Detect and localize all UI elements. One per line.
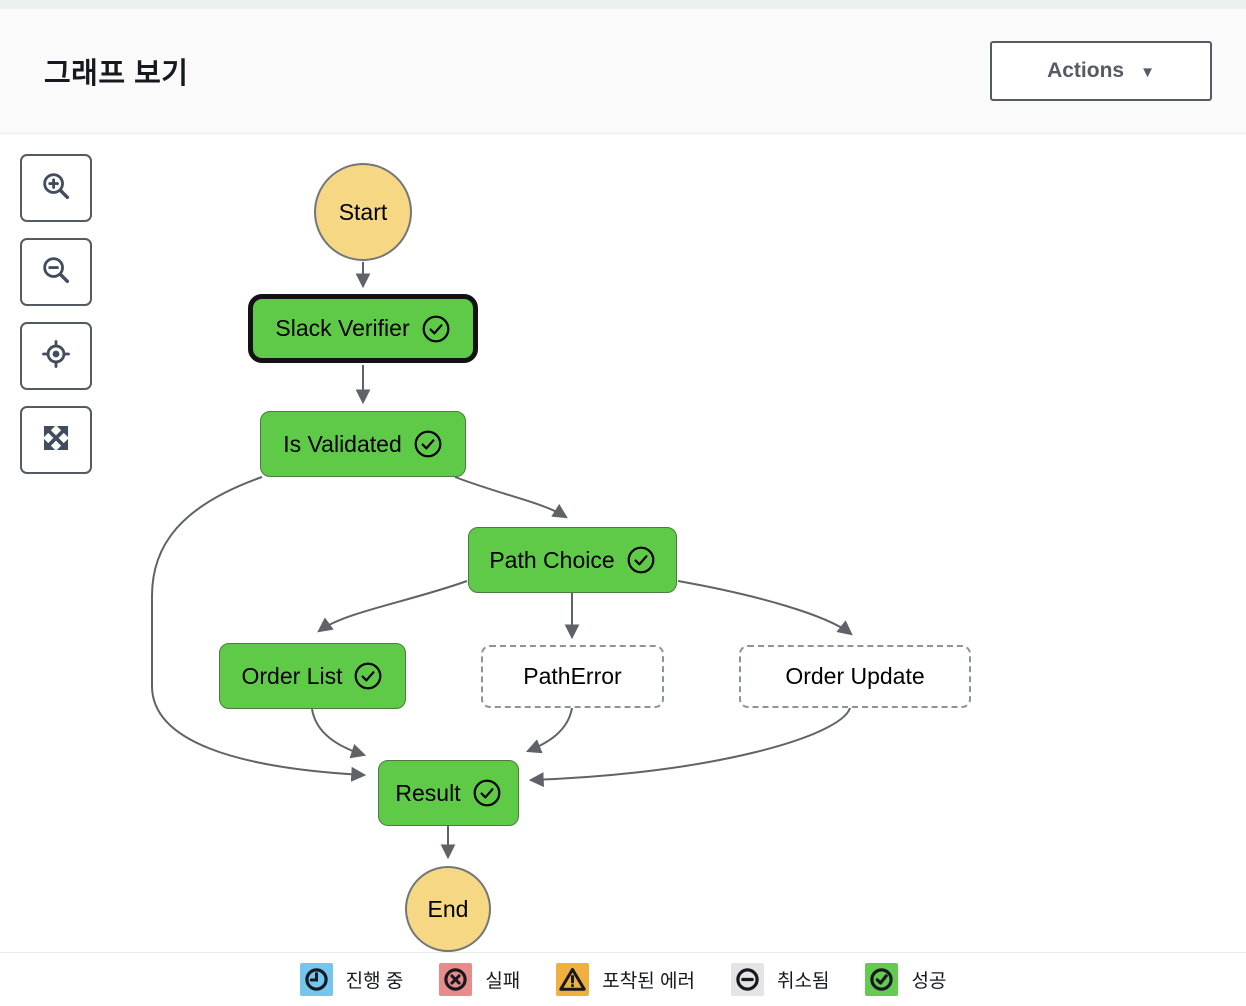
node-result[interactable]: Result (378, 760, 519, 826)
legend-item-failed: 실패 (439, 963, 520, 996)
success-check-icon (413, 429, 443, 459)
legend-label: 포착된 에러 (602, 971, 695, 992)
page-top-strip (0, 0, 1246, 9)
circle-minus-icon (730, 963, 764, 996)
caret-down-icon: ▼ (1140, 63, 1155, 81)
legend-item-caught-error: 포착된 에러 (556, 963, 695, 996)
zoom-in-button[interactable] (20, 154, 92, 222)
edge-isvalidated-result (151, 476, 367, 782)
node-is-validated[interactable]: Is Validated (260, 411, 466, 477)
clock-icon (299, 963, 333, 996)
graph-view-header: 그래프 보기 Actions ▼ (0, 9, 1246, 134)
node-label: Path Choice (489, 546, 615, 573)
zoom-in-icon (39, 169, 73, 208)
success-check-icon (353, 661, 383, 691)
edge-orderlist-result (311, 708, 367, 759)
circle-check-icon (865, 963, 899, 996)
node-end[interactable]: End (405, 866, 491, 952)
node-label: PathError (523, 663, 622, 689)
node-label: Order Update (785, 663, 925, 689)
edge-isvalidated-pathchoice (454, 476, 568, 519)
node-path-choice[interactable]: Path Choice (468, 527, 677, 593)
node-order-list[interactable]: Order List (219, 643, 406, 709)
fit-fullscreen-icon (39, 421, 73, 460)
actions-button-label: Actions (1047, 59, 1125, 82)
legend-label: 진행 중 (345, 971, 404, 992)
edge-patherror-result (525, 707, 573, 754)
node-label: Slack Verifier (275, 315, 410, 341)
node-start[interactable]: Start (314, 163, 412, 261)
node-path-error[interactable]: PathError (481, 645, 664, 708)
legend-item-cancelled: 취소됨 (730, 963, 830, 996)
node-slack-verifier[interactable]: Slack Verifier (248, 294, 478, 363)
page-title: 그래프 보기 (44, 58, 189, 90)
graph-edges (151, 262, 853, 860)
workflow-graph-canvas[interactable]: Start Slack Verifier Is Validated Path C… (0, 134, 1246, 952)
success-check-icon (421, 314, 451, 344)
success-check-icon (472, 778, 502, 808)
success-check-icon (626, 545, 656, 575)
circle-x-icon (439, 963, 473, 996)
node-label: Is Validated (283, 430, 402, 457)
zoom-out-button[interactable] (20, 238, 92, 306)
node-label: Order List (241, 662, 343, 689)
legend-item-in-progress: 진행 중 (299, 963, 404, 996)
fullscreen-button[interactable] (20, 406, 92, 474)
center-view-button[interactable] (20, 322, 92, 390)
node-label: End (427, 895, 469, 922)
legend-item-succeeded: 성공 (865, 963, 946, 996)
legend-label: 실패 (485, 971, 521, 992)
warning-triangle-icon (556, 963, 590, 996)
status-legend: 진행 중 실패 포착된 에러 취소됨 (0, 952, 1246, 1006)
node-label: Start (338, 198, 388, 225)
center-target-icon (39, 337, 73, 376)
node-label: Result (395, 779, 461, 806)
node-order-update[interactable]: Order Update (739, 645, 971, 708)
legend-label: 성공 (911, 971, 947, 992)
legend-label: 취소됨 (776, 971, 830, 992)
actions-button[interactable]: Actions ▼ (990, 41, 1212, 101)
edge-pathchoice-orderupdate (677, 580, 853, 636)
edge-pathchoice-orderlist (317, 580, 468, 633)
edge-orderupdate-result (528, 707, 851, 788)
zoom-out-icon (39, 253, 73, 292)
